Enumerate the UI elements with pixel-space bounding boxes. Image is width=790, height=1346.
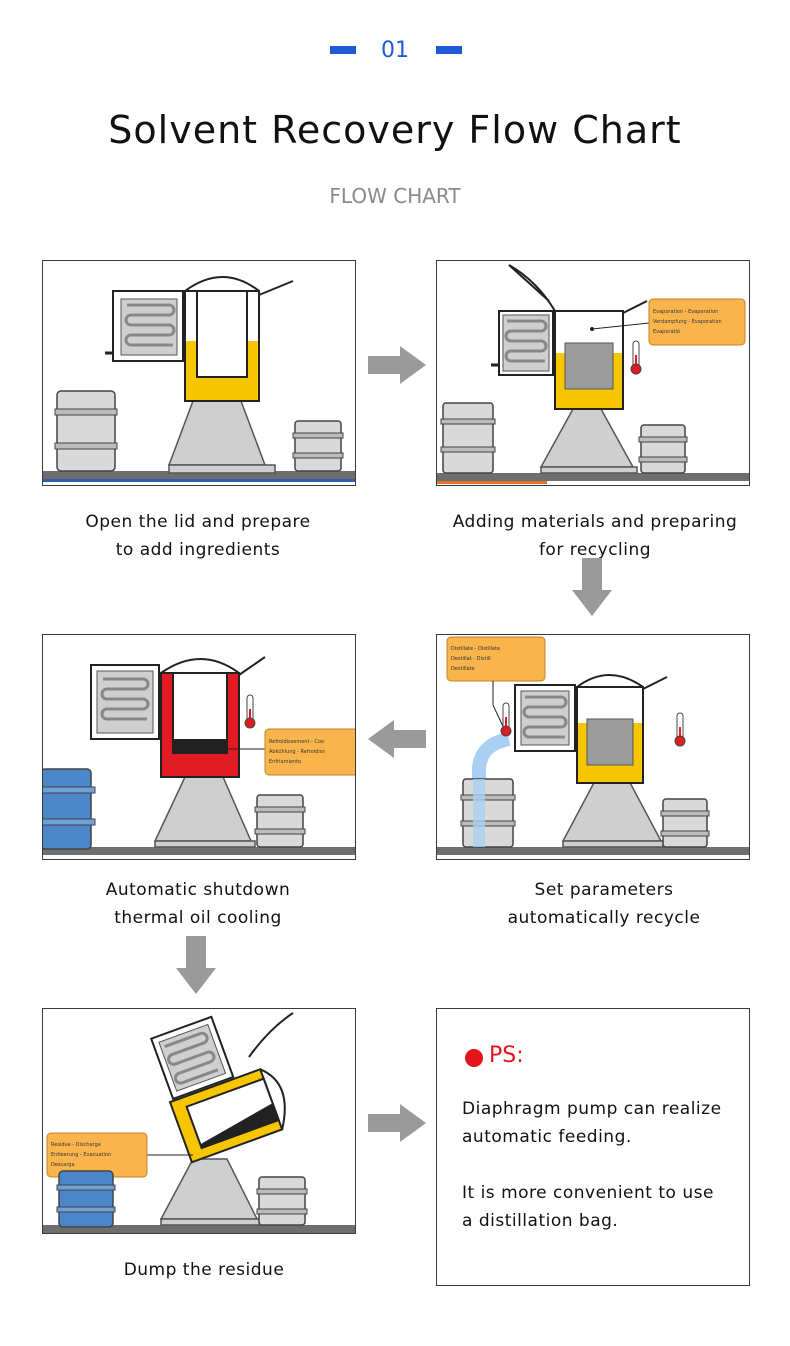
header-dash-right bbox=[436, 46, 462, 54]
drum-right bbox=[292, 420, 344, 472]
drum-left bbox=[54, 390, 118, 472]
page-subtitle: FLOW CHART bbox=[329, 184, 461, 208]
distillate-stream bbox=[471, 732, 511, 845]
ps-label: PS: bbox=[489, 1043, 524, 1068]
step-2-caption: Adding materials and preparing for recyc… bbox=[452, 512, 738, 560]
distillation-bag bbox=[564, 342, 614, 390]
step-5-caption: Dump the residue bbox=[123, 1260, 285, 1280]
drum-blue bbox=[43, 768, 96, 850]
arrow-right-2 bbox=[368, 1104, 426, 1142]
section-number: 01 bbox=[381, 38, 409, 63]
ps-paragraph-2: It is more convenient to use a distillat… bbox=[462, 1183, 714, 1231]
svg-text:Verdampfung - Evaporation: Verdampfung - Evaporation bbox=[653, 319, 722, 325]
step-3-caption: Set parameters automatically recycle bbox=[507, 880, 701, 928]
svg-text:Evaporatió: Evaporatió bbox=[653, 328, 680, 335]
svg-text:Entleerung - Evacuation: Entleerung - Evacuation bbox=[51, 1152, 111, 1158]
drum-blue bbox=[56, 1170, 116, 1228]
svg-text:Distillate - Distillate: Distillate - Distillate bbox=[451, 646, 500, 652]
thermometer-icon bbox=[674, 712, 686, 747]
step-4-illustration: Refroidissement - Coo Abkühlung - Refroi… bbox=[42, 634, 356, 860]
header-dash-left bbox=[330, 46, 356, 54]
step-1-illustration bbox=[42, 260, 356, 486]
step-1-caption: Open the lid and prepare to add ingredie… bbox=[85, 512, 311, 560]
svg-text:Evaporation - Evaporation: Evaporation - Evaporation bbox=[653, 309, 718, 315]
svg-text:Abkühlung - Refroidiss: Abkühlung - Refroidiss bbox=[269, 749, 325, 755]
page-title: Solvent Recovery Flow Chart bbox=[108, 108, 682, 152]
step-3-illustration: Distillate - Distillate Destillat - Dist… bbox=[436, 634, 750, 860]
svg-text:Destillate: Destillate bbox=[451, 666, 475, 672]
step-4-caption: Automatic shutdown thermal oil cooling bbox=[105, 880, 291, 928]
arrow-left bbox=[368, 720, 426, 758]
callout-distillate bbox=[446, 636, 546, 682]
ps-paragraph-1: Diaphragm pump can realize automatic fee… bbox=[462, 1099, 722, 1147]
thermometer-icon bbox=[500, 702, 512, 737]
thermometer-icon bbox=[244, 694, 256, 729]
arrow-down-2 bbox=[176, 936, 216, 994]
svg-text:Enfriamiento: Enfriamiento bbox=[269, 759, 301, 765]
arrow-down-1 bbox=[572, 558, 612, 616]
svg-text:Descarga: Descarga bbox=[51, 1162, 75, 1168]
callout-evaporation bbox=[648, 298, 746, 346]
svg-text:Destillat - Distill: Destillat - Distill bbox=[451, 656, 491, 662]
thermometer-icon bbox=[630, 340, 642, 375]
arrow-right-1 bbox=[368, 346, 426, 384]
svg-text:Refroidissement - Coo: Refroidissement - Coo bbox=[269, 739, 324, 745]
red-dot-icon bbox=[465, 1049, 483, 1067]
ps-note-box: PS: Diaphragm pump can realize automatic… bbox=[436, 1008, 750, 1286]
callout-cooling bbox=[264, 728, 355, 776]
drum-distillate bbox=[460, 778, 516, 848]
stand-base bbox=[167, 400, 267, 466]
floor-bar bbox=[43, 471, 355, 479]
svg-text:Residue - Discharge: Residue - Discharge bbox=[51, 1142, 101, 1148]
tilted-vessel bbox=[149, 1015, 286, 1164]
step-5-illustration: Residue - Discharge Entleerung - Evacuat… bbox=[42, 1008, 356, 1234]
step-2-illustration: Evaporation - Evaporation Verdampfung - … bbox=[436, 260, 750, 486]
